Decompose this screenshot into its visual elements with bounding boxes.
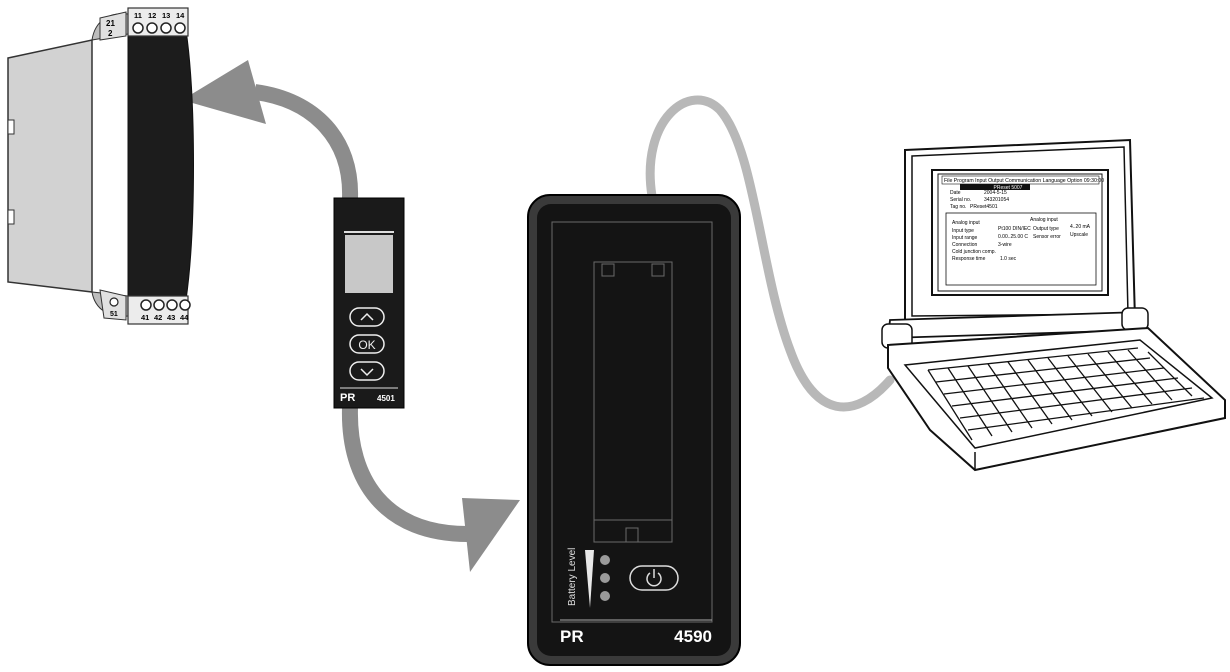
- arrow-display-to-interface: [350, 408, 520, 572]
- row-value: 4..20 mA: [1070, 224, 1091, 230]
- battery-led: [600, 591, 610, 601]
- ok-button[interactable]: OK: [350, 335, 384, 353]
- terminal-label: 14: [176, 11, 185, 20]
- brand-logo: PR: [340, 392, 355, 404]
- row-value: Pt100 DIN/IEC: [998, 226, 1031, 232]
- section-title: Analog input: [952, 220, 980, 226]
- row-label: Sensor error: [1033, 234, 1061, 240]
- row-label: Cold junction comp.: [952, 249, 996, 255]
- terminal-label: 11: [134, 11, 142, 20]
- info-label: Serial no.: [950, 197, 971, 203]
- lcd-screen: [345, 235, 393, 293]
- power-button[interactable]: [630, 566, 678, 590]
- section-title: Analog input: [1030, 217, 1058, 223]
- screen-menu: File Program Input Output Communication …: [944, 178, 1104, 184]
- terminal-label: 42: [154, 313, 162, 322]
- terminal-label: 41: [141, 313, 149, 322]
- terminal-label: 12: [148, 11, 156, 20]
- brand-logo: PR: [560, 627, 584, 646]
- row-value: 3-wire: [998, 242, 1012, 248]
- info-label: Tag no.: [950, 204, 966, 210]
- row-label: Input type: [952, 228, 974, 234]
- info-value: PReset4501: [970, 204, 998, 210]
- info-value: 343201054: [984, 197, 1009, 203]
- terminal-label: 13: [162, 11, 170, 20]
- row-value: 1.0 sec: [1000, 256, 1017, 262]
- interface-4590: Battery Level PR 4590: [528, 195, 740, 665]
- info-label: Date: [950, 190, 961, 196]
- arrow-display-to-module: [182, 60, 350, 198]
- model-number: 4501: [377, 394, 395, 403]
- row-label: Connection: [952, 242, 978, 248]
- display-unit-4501: OK PR 4501: [334, 198, 404, 408]
- battery-led: [600, 555, 610, 565]
- row-value: Upscale: [1070, 232, 1088, 238]
- row-label: Response time: [952, 256, 986, 262]
- model-number: 4590: [674, 627, 712, 646]
- row-value: 0.00..25.00 C: [998, 234, 1028, 240]
- up-button[interactable]: [350, 308, 384, 326]
- down-button[interactable]: [350, 362, 384, 380]
- terminal-label: 43: [167, 313, 175, 322]
- din-rail-module: 21 2 11 12 13 14 41 42 43 44 51: [8, 8, 194, 324]
- battery-led: [600, 573, 610, 583]
- row-label: Output type: [1033, 226, 1059, 232]
- info-value: 2004-5-15: [984, 190, 1007, 196]
- ok-label: OK: [358, 338, 375, 352]
- row-label: Input range: [952, 235, 978, 241]
- battery-level-label: Battery Level: [567, 548, 578, 606]
- terminal-label: 51: [110, 311, 118, 318]
- terminal-label: 2: [108, 29, 113, 38]
- laptop: File Program Input Output Communication …: [882, 140, 1225, 470]
- terminal-label: 21: [106, 19, 115, 28]
- terminal-label: 44: [180, 313, 189, 322]
